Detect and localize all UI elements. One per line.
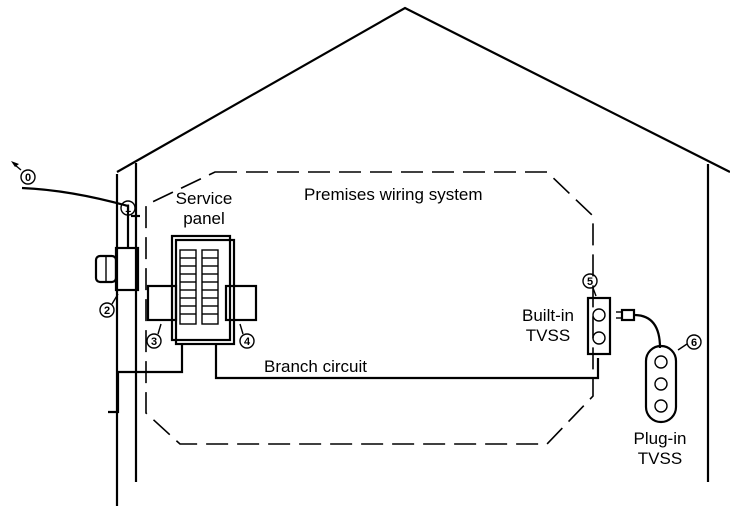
marker-2: 2 [99, 293, 119, 318]
breaker-array [179, 249, 219, 325]
marker-4: 4 [239, 323, 255, 349]
service-panel [146, 234, 258, 346]
marker-1-label: 1 [125, 203, 131, 215]
builtin-tvss-label-line2: TVSS [526, 326, 570, 345]
marker-6-label: 6 [691, 337, 697, 349]
service-panel-label-line2: panel [183, 209, 225, 228]
builtin-tvss-label-line1: Built-in [522, 306, 574, 325]
marker-0: 0 [11, 161, 36, 185]
ground-conductor [108, 344, 184, 414]
premises-label: Premises wiring system [304, 185, 483, 204]
marker-0-label: 0 [25, 172, 31, 184]
service-panel-label-line1: Service [176, 189, 233, 208]
premises-boundary [145, 171, 594, 445]
plugin-tvss-strip [644, 344, 678, 424]
plugin-tvss-label-line2: TVSS [638, 449, 682, 468]
marker-4-label: 4 [244, 336, 251, 348]
branch-circuit-wire [214, 344, 600, 380]
marker-1: 1 [120, 200, 136, 216]
service-drop [21, 186, 140, 248]
marker-5: 5 [582, 273, 598, 297]
plug-cord [616, 308, 662, 349]
marker-5-label: 5 [587, 276, 593, 288]
marker-3: 3 [146, 323, 162, 349]
builtin-tvss-receptacle [586, 296, 612, 356]
branch-circuit-label: Branch circuit [264, 357, 367, 376]
marker-6: 6 [677, 334, 702, 351]
plugin-tvss-label-line1: Plug-in [634, 429, 687, 448]
marker-3-label: 3 [151, 336, 157, 348]
meter [94, 246, 140, 292]
marker-2-label: 2 [104, 305, 110, 317]
